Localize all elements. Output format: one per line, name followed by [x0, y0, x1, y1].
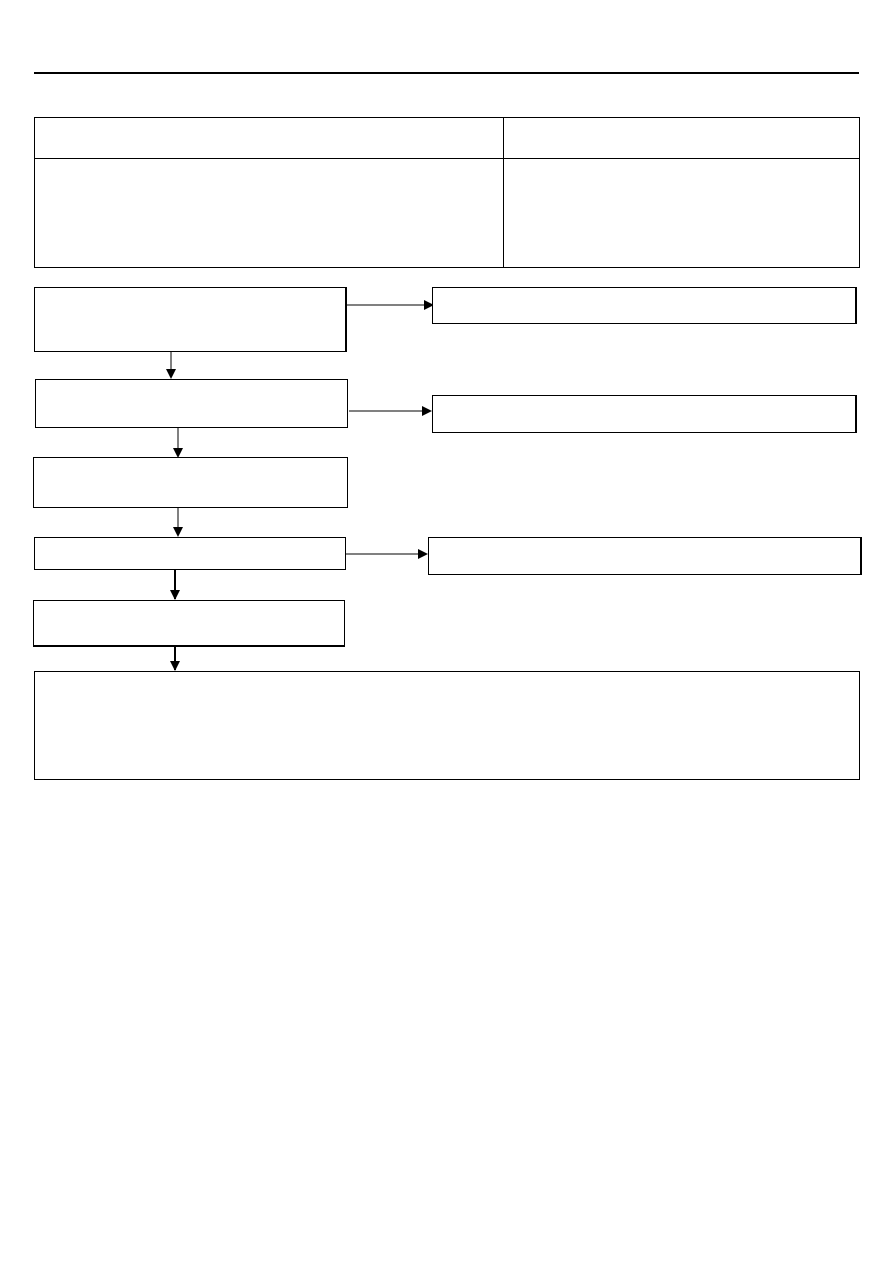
flow-step-5 [33, 600, 345, 647]
flow-step-3 [33, 457, 348, 508]
info-table [34, 117, 860, 268]
flow-step-2 [35, 379, 348, 428]
header-rule [34, 72, 859, 74]
flow-result [34, 671, 860, 780]
flow-step-4 [34, 537, 346, 570]
table-body-right [503, 158, 860, 268]
flow-side-3 [428, 537, 862, 575]
flow-step-1 [34, 287, 347, 352]
flow-side-2 [432, 395, 857, 433]
flow-side-1 [432, 287, 857, 324]
